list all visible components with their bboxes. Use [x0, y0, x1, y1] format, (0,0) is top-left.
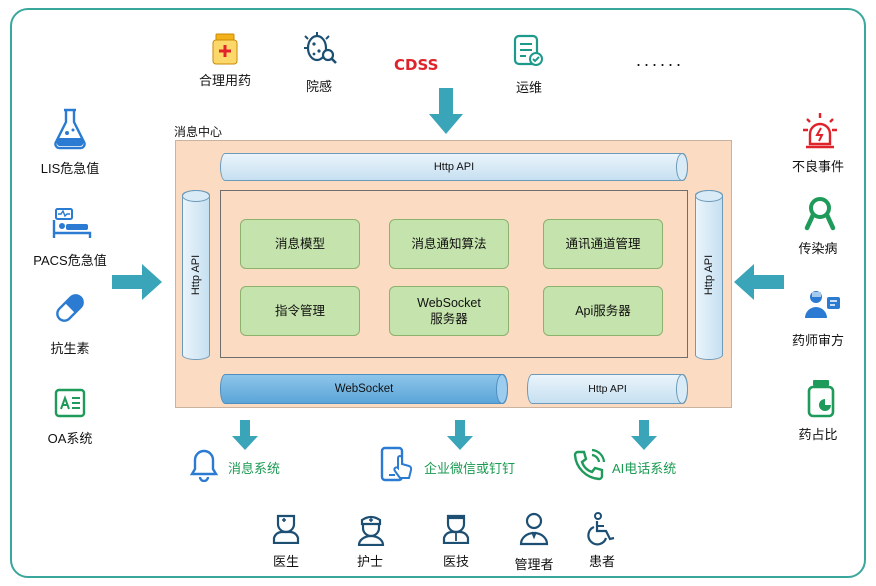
- bell-icon: [190, 449, 218, 482]
- user-label-nurse: 护士: [356, 555, 383, 570]
- wheelchair-icon: [587, 512, 615, 546]
- phone-call-icon: [573, 448, 606, 481]
- phone-touch-icon: [380, 446, 413, 482]
- right-label-pharmacist: 药师审方: [791, 333, 844, 348]
- top-http-api-tube: Http API: [220, 153, 688, 181]
- module-message-model: 消息模型: [240, 219, 360, 269]
- bottom-http-api-label: Http API: [588, 383, 627, 395]
- message-center-title: 消息中心: [174, 125, 223, 139]
- nurse-icon: [357, 515, 385, 546]
- ribbon-icon: [804, 197, 836, 231]
- alarm-light-icon: [803, 113, 837, 149]
- pill-bottle-chart-icon: [807, 380, 835, 418]
- right-label-infectious: 传染病: [798, 241, 838, 256]
- module-command-management: 指令管理: [240, 286, 360, 336]
- flask-icon: [54, 108, 86, 150]
- left-label-oa: OA系统: [47, 431, 93, 446]
- user-label-manager: 管理者: [514, 558, 554, 573]
- user-label-doctor: 医生: [272, 555, 299, 570]
- cdss-label: CDSS: [394, 56, 439, 74]
- module-api-server: Api服务器: [543, 286, 663, 336]
- bottom-websocket-label: WebSocket: [334, 383, 394, 395]
- top-http-api-label: Http API: [433, 161, 475, 173]
- id-card-icon: [54, 388, 86, 418]
- top-label-ops: 运维: [515, 80, 542, 95]
- doctor-icon: [272, 514, 300, 544]
- pharmacist-icon: [805, 291, 840, 318]
- user-label-technician: 医技: [442, 555, 469, 570]
- bottom-http-api-tube: Http API: [527, 374, 688, 404]
- output-arrow-wechat: [447, 420, 473, 450]
- top-label-infection: 院感: [305, 79, 332, 94]
- module-notify-algorithm: 消息通知算法: [389, 219, 509, 269]
- module-channel-management: 通讯通道管理: [543, 219, 663, 269]
- ellipsis: ......: [636, 50, 685, 70]
- module-websocket-server: WebSocket 服务器: [389, 286, 509, 336]
- cdss-down-arrow: [429, 88, 463, 134]
- left-label-pacs: PACS危急值: [33, 253, 107, 268]
- output-label-ai-phone: AI电话系统: [612, 461, 677, 476]
- right-label-adverse: 不良事件: [791, 159, 844, 174]
- right-http-api-label: Http API: [703, 254, 715, 296]
- right-label-drug-ratio: 药占比: [798, 427, 838, 442]
- left-http-api-tube: Http API: [182, 190, 210, 360]
- hospital-bed-monitor-icon: [52, 208, 92, 238]
- left-label-antibiotic: 抗生素: [50, 341, 90, 356]
- top-label-rational-drug: 合理用药: [198, 73, 251, 88]
- output-arrow-ai-phone: [631, 420, 657, 450]
- right-http-api-tube: Http API: [695, 190, 723, 360]
- capsule-icon: [56, 294, 84, 322]
- left-input-arrow: [112, 264, 162, 300]
- output-arrow-message: [232, 420, 258, 450]
- medicine-box-icon: [212, 33, 238, 65]
- user-label-patient: 患者: [588, 555, 615, 570]
- bottom-websocket-tube: WebSocket: [220, 374, 508, 404]
- output-label-wechat: 企业微信或钉钉: [424, 461, 516, 476]
- technician-icon: [442, 514, 470, 544]
- left-http-api-label: Http API: [190, 254, 202, 296]
- left-label-lis: LIS危急值: [40, 161, 100, 176]
- right-input-arrow: [734, 264, 784, 300]
- manager-icon: [519, 512, 549, 546]
- checklist-icon: [513, 34, 543, 66]
- output-label-message: 消息系统: [228, 461, 281, 476]
- germ-search-icon: [304, 32, 337, 64]
